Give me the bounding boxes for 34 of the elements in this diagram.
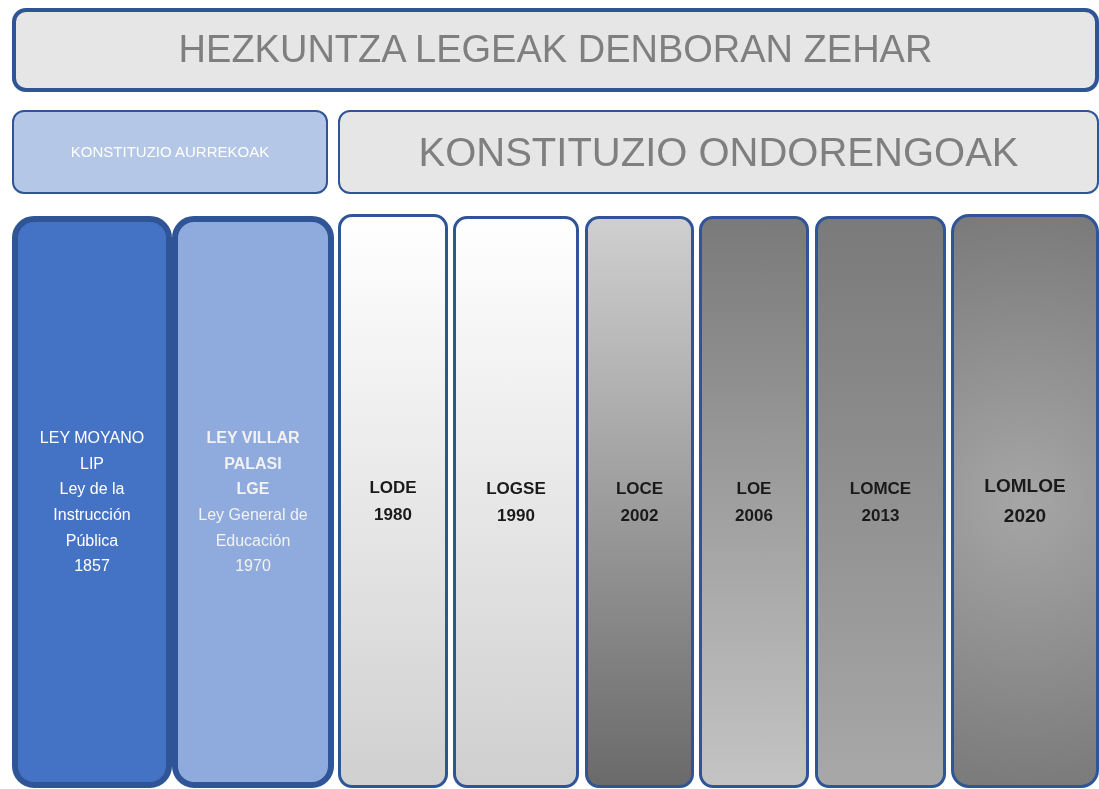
law-name: LOMCE <box>849 477 912 500</box>
law-column <box>453 216 579 788</box>
law-column <box>815 216 946 788</box>
law-name: LOGSE <box>486 477 546 500</box>
law-column <box>585 216 694 788</box>
law-name: LOCE <box>615 477 664 500</box>
law-description: LEY MOYANO <box>39 428 145 449</box>
law-name: LGE <box>236 479 270 500</box>
law-column <box>951 214 1099 788</box>
title-banner <box>12 8 1099 92</box>
law-column <box>699 216 809 788</box>
law-column <box>338 214 448 788</box>
law-name: LEY VILLAR PALASI <box>205 428 301 474</box>
law-name: 2002 <box>620 505 659 527</box>
law-description: Ley General de Educación <box>197 505 309 551</box>
law-description: 1857 <box>74 556 110 577</box>
law-name: LODE <box>369 476 417 499</box>
law-description: LIP <box>80 453 104 474</box>
law-name: 1990 <box>497 505 535 527</box>
law-name: 2006 <box>735 505 773 527</box>
law-name: LOE <box>736 477 772 500</box>
law-name: LOMLOE <box>984 473 1066 498</box>
law-name: 1980 <box>374 504 412 526</box>
header-text: KONSTITUZIO AURREKOAK <box>70 143 270 161</box>
law-column <box>172 216 334 788</box>
period-header <box>338 110 1099 194</box>
law-description: 1970 <box>235 556 271 577</box>
law-name: 2020 <box>1003 504 1047 528</box>
period-header <box>12 110 328 194</box>
law-name: 2013 <box>861 505 900 527</box>
banner-text: HEZKUNTZA LEGEAK DENBORAN ZEHAR <box>178 27 933 73</box>
law-description: Ley de la Instrucción Pública <box>52 479 132 551</box>
header-text: KONSTITUZIO ONDORENGOAK <box>418 129 1019 176</box>
law-column <box>12 216 172 788</box>
